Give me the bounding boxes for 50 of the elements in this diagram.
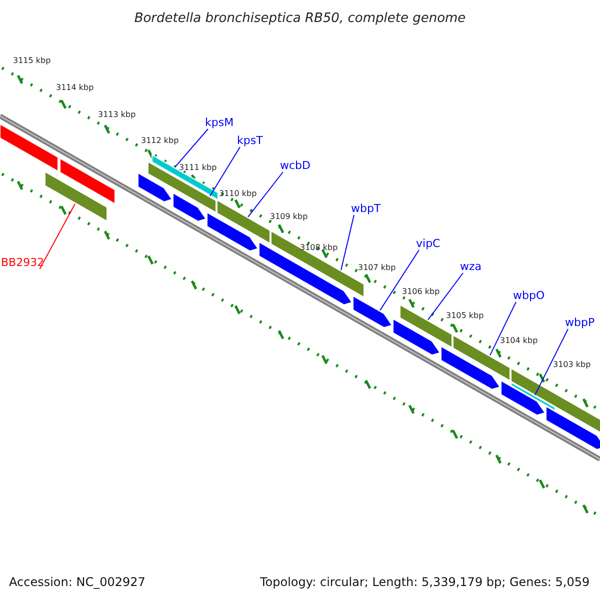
scale-label: 3114 kbp — [56, 84, 94, 92]
gene-label: wza — [460, 261, 482, 272]
gene-feature — [148, 160, 216, 214]
scale-label: 3107 kbp — [358, 264, 396, 272]
scale-label: 3113 kbp — [98, 111, 136, 119]
genome-info-text: Topology: circular; Length: 5,339,179 bp; Genes: 5,059 — [260, 576, 590, 588]
gene-feature — [258, 241, 353, 306]
scale-label: 3104 kbp — [500, 337, 538, 345]
scale-label: 3108 kbp — [300, 244, 338, 252]
gene-feature — [60, 157, 116, 205]
gene-feature — [546, 405, 600, 450]
leader-line — [210, 146, 240, 197]
gene-feature — [0, 123, 58, 172]
gene-label: wcbD — [280, 160, 310, 171]
gene-feature — [172, 192, 207, 222]
genome-info-text: Accession: NC_002927 — [9, 576, 146, 588]
gene-feature — [352, 295, 393, 328]
gene-label: wbpT — [351, 203, 381, 214]
scale-label: 3110 kbp — [219, 190, 257, 198]
scale-label: 3106 kbp — [402, 288, 440, 296]
scale-label: 3105 kbp — [446, 312, 484, 320]
gene-feature — [216, 199, 270, 244]
scale-label: 3109 kbp — [270, 213, 308, 221]
leader-line — [380, 250, 420, 311]
gene-feature — [500, 380, 546, 416]
title: Bordetella bronchiseptica RB50, complete genome — [133, 12, 467, 25]
gene-label: kpsM — [205, 117, 234, 128]
leader-line — [174, 128, 208, 168]
gene-label: wbpO — [513, 290, 545, 301]
gene-label: vipC — [416, 238, 440, 249]
scale-label: 3115 kbp — [13, 57, 51, 65]
leader-line — [428, 272, 464, 320]
gene-feature — [138, 172, 173, 202]
gene-feature — [152, 154, 218, 201]
gene-feature — [44, 170, 108, 222]
leader-line — [490, 302, 516, 356]
scale-label: 3112 kbp — [141, 137, 179, 145]
leader-line — [340, 214, 354, 271]
leader-line — [39, 203, 76, 270]
gene-label: wbpP — [565, 317, 595, 328]
gene-feature — [510, 381, 556, 412]
gene-feature — [392, 318, 441, 356]
scale-label: 3111 kbp — [179, 164, 217, 172]
gene-label: kpsT — [237, 135, 263, 146]
gene-label: BB2932 — [1, 257, 44, 268]
leader-line — [534, 328, 568, 396]
gene-feature — [206, 212, 259, 252]
scale-label: 3103 kbp — [553, 361, 591, 369]
leader-line — [248, 172, 284, 218]
gene-feature — [440, 345, 501, 390]
